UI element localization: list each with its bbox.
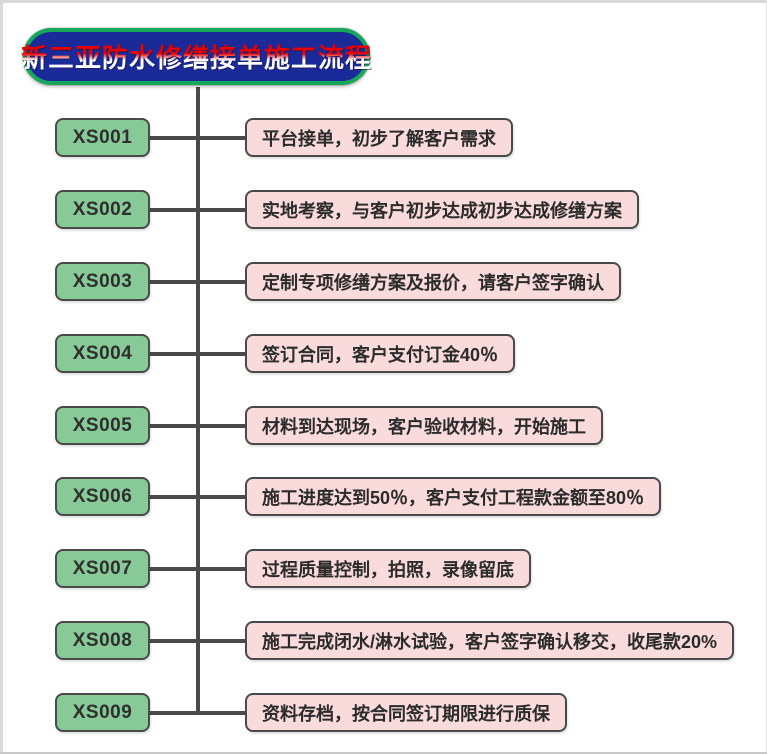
connector-line — [148, 280, 250, 284]
flow-row: XS008 施工完成闭水/淋水试验，客户签字确认移交，收尾款20% — [0, 621, 767, 661]
flow-row: XS007 过程质量控制，拍照，录像留底 — [0, 549, 767, 589]
step-code-node: XS009 — [55, 693, 150, 732]
connector-line — [148, 711, 250, 715]
step-desc-label: 材料到达现场，客户验收材料，开始施工 — [262, 416, 586, 437]
step-code-label: XS005 — [72, 414, 133, 436]
step-code-node: XS003 — [55, 262, 150, 301]
step-desc-node: 材料到达现场，客户验收材料，开始施工 — [245, 406, 603, 445]
flow-row: XS005 材料到达现场，客户验收材料，开始施工 — [0, 406, 767, 446]
connector-line — [148, 208, 250, 212]
flow-title-text: 新三亚防水修缮接单施工流程 — [21, 38, 372, 75]
flow-row: XS003 定制专项修缮方案及报价，请客户签字确认 — [0, 262, 767, 302]
step-code-label: XS003 — [72, 270, 133, 292]
step-desc-node: 施工进度达到50％，客户支付工程款金额至80％ — [245, 477, 662, 516]
flow-row: XS009 资料存档，按合同签订期限进行质保 — [0, 693, 767, 733]
flow-row: XS002 实地考察，与客户初步达成初步达成修缮方案 — [0, 190, 767, 230]
step-code-label: XS006 — [72, 485, 133, 507]
step-desc-label: 施工进度达到50％，客户支付工程款金额至80％ — [262, 487, 645, 508]
step-code-node: XS006 — [55, 477, 150, 516]
step-desc-label: 过程质量控制，拍照，录像留底 — [262, 559, 514, 580]
step-desc-label: 资料存档，按合同签订期限进行质保 — [262, 703, 550, 724]
connector-line — [148, 136, 250, 140]
step-desc-node: 签订合同，客户支付订金40％ — [245, 334, 516, 373]
trunk-line — [196, 87, 200, 715]
flow-row: XS001 平台接单，初步了解客户需求 — [0, 118, 767, 158]
step-code-node: XS001 — [55, 118, 150, 157]
canvas-edge-top — [0, 0, 767, 3]
connector-line — [148, 352, 250, 356]
step-desc-label: 签订合同，客户支付订金40％ — [262, 344, 499, 365]
step-code-label: XS001 — [72, 126, 133, 148]
canvas-edge-bottom — [0, 752, 767, 754]
step-code-label: XS009 — [72, 701, 133, 723]
step-desc-node: 过程质量控制，拍照，录像留底 — [245, 549, 531, 588]
step-code-label: XS002 — [72, 198, 133, 220]
step-desc-label: 施工完成闭水/淋水试验，客户签字确认移交，收尾款20% — [262, 631, 718, 652]
flow-row: XS006 施工进度达到50％，客户支付工程款金额至80％ — [0, 477, 767, 517]
step-desc-label: 平台接单，初步了解客户需求 — [262, 128, 496, 149]
step-desc-node: 定制专项修缮方案及报价，请客户签字确认 — [245, 262, 621, 301]
step-desc-node: 平台接单，初步了解客户需求 — [245, 118, 513, 157]
step-desc-node: 实地考察，与客户初步达成初步达成修缮方案 — [245, 190, 639, 229]
connector-line — [148, 424, 250, 428]
step-code-label: XS008 — [72, 629, 133, 651]
step-code-node: XS004 — [55, 334, 150, 373]
step-desc-node: 资料存档，按合同签订期限进行质保 — [245, 693, 567, 732]
step-desc-node: 施工完成闭水/淋水试验，客户签字确认移交，收尾款20% — [245, 621, 735, 660]
step-code-node: XS002 — [55, 190, 150, 229]
step-desc-label: 定制专项修缮方案及报价，请客户签字确认 — [262, 272, 604, 293]
connector-line — [148, 567, 250, 571]
step-code-node: XS007 — [55, 549, 150, 588]
canvas-edge-left — [0, 0, 3, 754]
connector-line — [148, 639, 250, 643]
step-desc-label: 实地考察，与客户初步达成初步达成修缮方案 — [262, 200, 622, 221]
step-code-label: XS004 — [72, 342, 133, 364]
connector-line — [148, 495, 250, 499]
flow-row: XS004 签订合同，客户支付订金40％ — [0, 334, 767, 374]
step-code-node: XS008 — [55, 621, 150, 660]
step-code-node: XS005 — [55, 406, 150, 445]
step-code-label: XS007 — [72, 557, 133, 579]
flow-title-node: 新三亚防水修缮接单施工流程 — [21, 28, 372, 85]
